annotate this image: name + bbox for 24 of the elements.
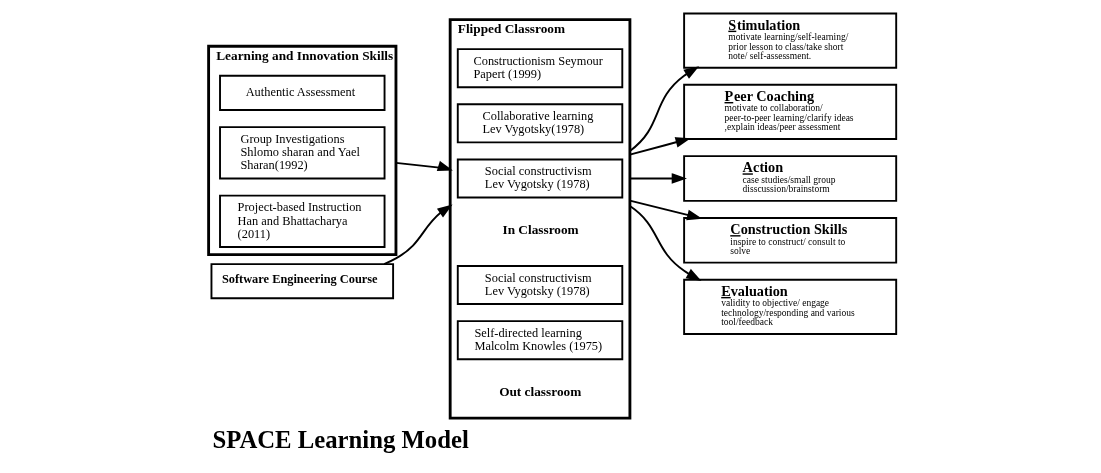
node-box: Authentic Assessment xyxy=(219,74,386,111)
node-box: Social constructivism Lev Vygotsky (1978) xyxy=(456,265,624,305)
arrow xyxy=(628,137,691,156)
node-box: Constructionism Seymour Papert (1999) xyxy=(456,48,624,89)
diagram-title: SPACE Learning Model xyxy=(212,426,469,454)
node-box: Self-directed learning Malcolm Knowles (1975) xyxy=(456,320,624,361)
arrow xyxy=(395,160,453,172)
arrow xyxy=(628,173,687,184)
node-box: Construction Skills inspire to construct/ consult to solve xyxy=(683,217,898,264)
node-box: Social constructivism Lev Vygotsky (1978) xyxy=(456,158,624,199)
node-box: Action case studies/small group disscussion/brainstorm xyxy=(683,155,898,202)
arrow xyxy=(628,199,703,221)
arrow xyxy=(628,205,702,282)
node-box: Project-based Instruction Han and Bhattacharya (2011) xyxy=(219,194,386,248)
node-box: Software Engineering Course xyxy=(210,263,395,300)
label: Out classroom xyxy=(499,383,582,399)
node-box: Collaborative learning Lev Vygotsky(1978) xyxy=(456,103,624,144)
node-box: Evaluation validity to objective/ engage technology/responding and various tool/feedback xyxy=(683,278,898,335)
arrow xyxy=(628,66,700,152)
label: In Classroom xyxy=(502,222,579,238)
node-box: Group Investigations Shlomo sharan and Yael Sharan(1992) xyxy=(219,126,386,180)
node-box: Peer Coaching motivate to collaboration/ peer-to-peer learning/clarify ideas ,explain ideas/peer assessment xyxy=(683,83,898,140)
node-box: Stimulation motivate learning/self-learning/ prior lesson to class/take short note/ self-assessment. xyxy=(683,12,898,69)
arrow xyxy=(383,204,453,266)
